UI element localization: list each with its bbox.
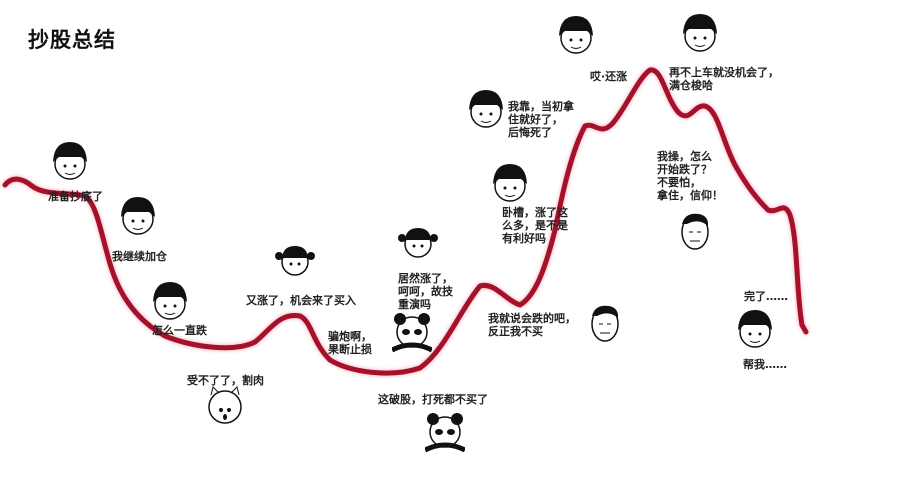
caption-ready-bottom: 准备抄底了 xyxy=(48,190,103,203)
caption-line: 这破股，打死都不买了 xyxy=(378,393,488,406)
caption-line: 开始跌了？ xyxy=(657,163,712,176)
price-line xyxy=(2,67,809,376)
cartoon-face-icon xyxy=(585,300,625,348)
caption-line: 我靠，当初拿 xyxy=(508,100,574,113)
cartoon-face-icon xyxy=(423,410,467,458)
cartoon-face-icon xyxy=(466,88,506,136)
caption-rising-again: 又涨了，机会来了买入 xyxy=(246,294,356,307)
caption-line: 我继续加仓 xyxy=(112,250,167,263)
caption-line: 住就好了， xyxy=(508,113,563,126)
caption-never-buy: 这破股，打死都不买了 xyxy=(378,393,488,406)
caption-line: 呵呵，故技 xyxy=(398,285,453,298)
page-title: 抄股总结 xyxy=(28,28,116,52)
caption-hold-faith: 我操，怎么开始跌了？不要怕，拿住，信仰！ xyxy=(657,150,723,202)
caption-keep-adding: 我继续加仓 xyxy=(112,250,167,263)
cartoon-face-icon xyxy=(50,140,90,188)
caption-line: 帮我…… xyxy=(743,358,787,371)
cartoon-face-icon xyxy=(680,12,720,60)
caption-line: 我就说会跌的吧， xyxy=(488,312,576,325)
caption-line: 反正我不买 xyxy=(488,325,543,338)
caption-line: 我操，怎么 xyxy=(657,150,712,163)
caption-keeps-falling: 怎么一直跌 xyxy=(152,324,207,337)
caption-line: 再不上车就没机会了， xyxy=(669,66,779,79)
caption-line: 后悔死了 xyxy=(508,126,552,139)
caption-rising-trick: 居然涨了，呵呵，故技重演吗 xyxy=(398,272,453,311)
caption-line: 不要怕， xyxy=(657,176,701,189)
caption-line: 拿住，信仰！ xyxy=(657,189,723,202)
caption-help: 帮我…… xyxy=(743,358,787,371)
caption-line: 准备抄底了 xyxy=(48,190,103,203)
caption-line: 怎么一直跌 xyxy=(152,324,207,337)
cartoon-face-icon xyxy=(675,208,715,256)
cartoon-face-icon xyxy=(118,195,158,243)
caption-good-news: 卧槽，涨了这么多，是不是有利好吗 xyxy=(502,206,568,245)
caption-told-you: 我就说会跌的吧，反正我不买 xyxy=(488,312,576,338)
caption-line: 哎·还涨 xyxy=(590,70,628,83)
cartoon-face-icon xyxy=(205,385,245,433)
cartoon-face-icon xyxy=(150,280,190,328)
caption-line: 有利好吗 xyxy=(502,232,546,245)
caption-line: 么多，是不是 xyxy=(502,219,568,232)
cartoon-face-icon xyxy=(556,14,596,62)
caption-still-rising: 哎·还涨 xyxy=(590,70,627,83)
cartoon-face-icon xyxy=(390,310,434,358)
caption-done: 完了…… xyxy=(744,290,788,303)
cartoon-face-icon xyxy=(275,240,315,288)
caption-line: 满仓梭哈 xyxy=(669,79,713,92)
caption-regret: 我靠，当初拿住就好了，后悔死了 xyxy=(508,100,574,139)
cartoon-face-icon xyxy=(735,308,775,356)
cartoon-face-icon xyxy=(490,162,530,210)
caption-line: 居然涨了， xyxy=(398,272,453,285)
caption-line: 果断止损 xyxy=(328,343,372,356)
caption-fake-out: 骗炮啊，果断止损 xyxy=(328,330,372,356)
caption-cut-loss: 受不了了，割肉 xyxy=(187,374,264,387)
caption-all-in: 再不上车就没机会了，满仓梭哈 xyxy=(669,66,779,92)
caption-line: 重演吗 xyxy=(398,298,431,311)
caption-line: 又涨了，机会来了买入 xyxy=(246,294,356,307)
caption-line: 完了…… xyxy=(744,290,788,303)
cartoon-face-icon xyxy=(398,222,438,270)
caption-line: 受不了了，割肉 xyxy=(187,374,264,387)
caption-line: 骗炮啊， xyxy=(328,330,372,343)
caption-line: 卧槽，涨了这 xyxy=(502,206,568,219)
